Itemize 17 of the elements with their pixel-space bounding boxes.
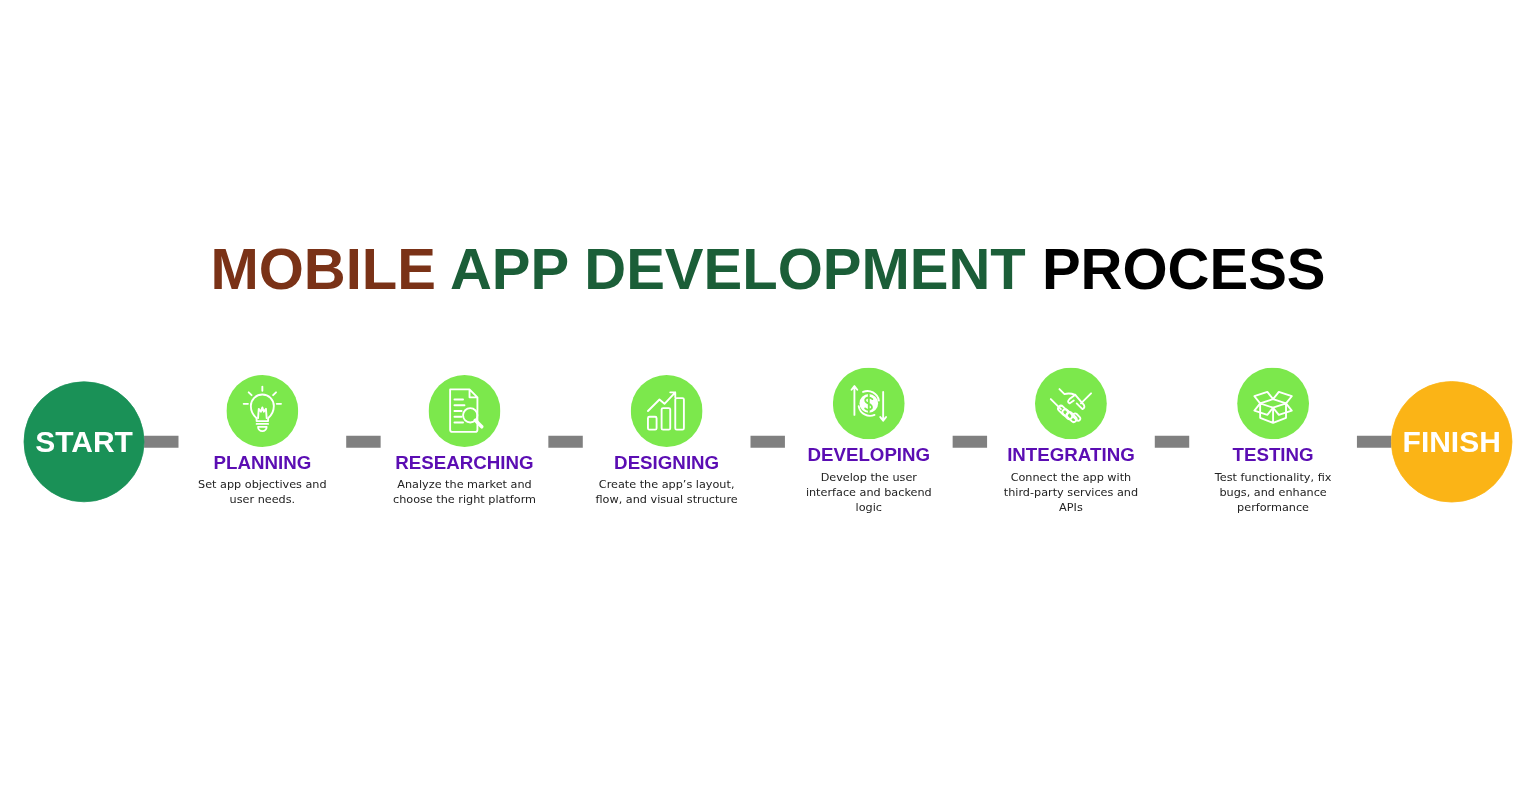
node-circle: START: [23, 381, 145, 502]
connector: [343, 435, 384, 448]
node-label: Test functionality, fix bugs, and enhance performance: [1214, 469, 1332, 514]
node-label: Create the app’s layout, flow, and visual structure: [595, 477, 738, 506]
connector: [545, 435, 586, 448]
node-label: Analyze the market and choose the right platform: [392, 477, 537, 506]
node-label: INTEGRATING: [1007, 443, 1135, 465]
node-label: Develop the user interface and backend logic: [805, 469, 932, 514]
node-label: DEVELOPING: [807, 443, 931, 465]
node-circle: FINISH: [1391, 380, 1513, 503]
node-label: PLANNING: [213, 451, 312, 472]
node-label: TESTING: [1232, 443, 1314, 465]
title: MOBILE APP DEVELOPMENT PROCESS: [210, 236, 1326, 301]
node-label: Connect the app with third-party services and APIs: [1003, 469, 1139, 514]
node-label: DESIGNING: [614, 451, 720, 472]
node-label: Set app objectives and user needs.: [198, 477, 327, 506]
node-label: RESEARCHING: [395, 451, 534, 472]
